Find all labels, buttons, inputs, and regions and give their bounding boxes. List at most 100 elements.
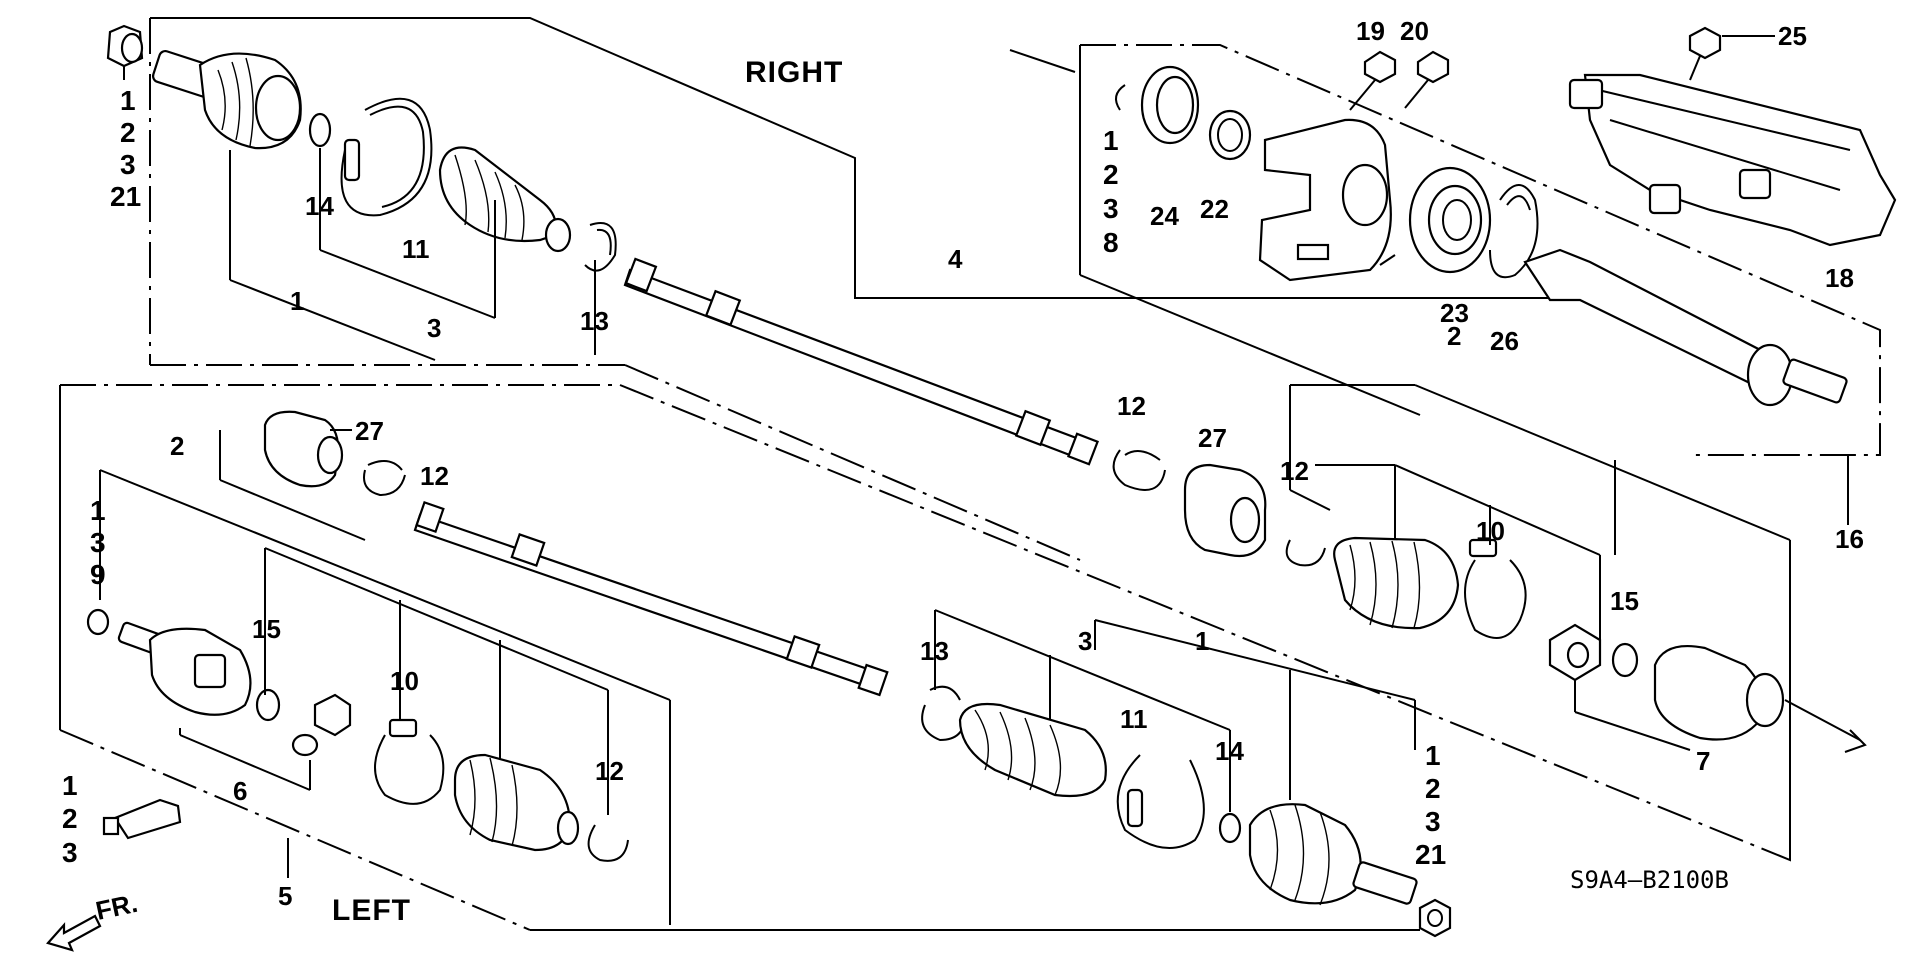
callout-r-2: 2 [1447,321,1461,351]
left-side-label: LEFT [332,894,411,927]
r-support-bracket-group [1115,50,1539,282]
callout-number: 21 [110,181,141,212]
callout-number: 3 [1425,806,1441,837]
l-boot-band-11 [1116,754,1205,849]
callout-l-grease-stack: 1 2 3 [62,770,78,868]
callout-number: 3 [90,527,106,558]
callout-number: 3 [120,149,136,180]
callout-number: 2 [1103,159,1119,190]
callout-l-3: 3 [1078,626,1092,656]
l-outer-cv-joint [1248,803,1418,906]
l-intermediate-shaft [413,500,889,697]
callout-l-15: 15 [252,614,281,644]
callout-l-12b: 12 [595,756,624,786]
front-arrow-icon [46,914,102,952]
callout-r-16: 16 [1835,524,1864,554]
callout-number: 2 [62,803,78,834]
callout-r-27a: 27 [1198,423,1227,453]
callout-r-4: 4 [948,244,963,274]
callout-l-12a: 12 [420,461,449,491]
callout-number: 21 [1415,839,1446,870]
callout-r-22: 22 [1200,194,1229,224]
callout-r-13: 13 [580,306,609,336]
callout-r-19: 19 [1356,16,1385,46]
callout-l-11: 11 [1120,704,1148,734]
callout-l-10: 10 [390,666,419,696]
callout-l-13: 13 [920,636,949,666]
r-snap-ring-14 [308,112,332,148]
callout-l-nut-stack: 1 2 3 21 [1415,740,1446,870]
l-snap-ring-15 [255,688,281,722]
callout-l-14: 14 [1215,736,1244,766]
callout-number: 1 [90,495,106,526]
l-boot-band-10 [374,718,445,805]
callout-r-12a: 12 [1117,391,1146,421]
callout-r-12b: 12 [1280,456,1309,486]
callout-r-25: 25 [1778,21,1807,51]
callout-r-clip-stack: 1 2 3 8 [1103,125,1119,258]
r-tripod-joint [1548,623,1639,682]
callout-number: 8 [1103,227,1119,258]
right-group-frame [149,17,1881,561]
r-boot-band-10 [1464,538,1527,639]
callout-number: 1 [120,85,136,116]
l-dynamic-damper-27 [263,410,344,488]
front-label: FR. [93,888,140,926]
callout-number: 2 [120,117,136,148]
callout-l-6: 6 [233,776,247,806]
l-inner-boot-2 [453,753,580,852]
callout-r-26: 26 [1490,326,1519,356]
callout-r-15: 15 [1610,586,1639,616]
r-boot-3 [438,146,572,253]
callout-r-1: 1 [290,286,304,316]
r-output-shaft [1523,248,1848,407]
callout-l-5: 5 [278,881,292,911]
callout-r-nut-stack: 1 2 3 21 [110,85,141,212]
callout-number: 3 [62,837,78,868]
r-clamp-13 [584,222,617,272]
callout-r-10: 10 [1476,516,1505,546]
left-group-frame [59,384,1791,931]
callout-r-14: 14 [305,191,334,221]
l-clamp-12a [363,460,406,497]
r-inboard-joint-7 [1653,644,1867,753]
callout-number: 1 [1425,740,1441,771]
r-clamp-12 [1112,449,1166,491]
callout-r-3: 3 [427,313,441,343]
callout-l-clip-stack: 1 3 9 [90,495,106,590]
l-inboard-joint-6 [117,621,252,716]
r-clamp-12b [1285,539,1326,567]
r-outer-cv-joint [151,49,302,150]
callout-number: 9 [90,559,106,590]
l-clamp-12b [587,824,629,862]
l-outer-boot-3 [958,702,1107,798]
callout-r-7: 7 [1696,746,1710,776]
callout-number: 2 [1425,773,1441,804]
diagram-code: S9A4–B2100B [1570,866,1729,894]
callout-r-11: 11 [402,234,430,264]
r-nut-part [106,24,144,80]
callout-r-18: 18 [1825,263,1854,293]
l-snap-ring-14 [1218,812,1242,844]
callout-number: 1 [62,770,78,801]
l-grease-tube [102,798,182,840]
l-clamp-13 [921,685,966,742]
callout-r-24: 24 [1150,201,1179,231]
r-inner-boot-2 [1333,536,1460,630]
r-heat-shield-18 [1568,26,1897,247]
callout-l-2: 2 [170,431,184,461]
callout-l-1: 1 [1195,626,1209,656]
right-side-label: RIGHT [745,56,843,89]
callout-number: 1 [1103,125,1119,156]
r-dynamic-damper-27 [1183,463,1267,558]
l-tripod [291,693,352,757]
r-boot-band-11 [340,97,433,217]
callout-l-27: 27 [355,416,384,446]
callout-number: 3 [1103,193,1119,224]
callout-r-20: 20 [1400,16,1429,46]
callout-r-23: 23 [1440,298,1469,328]
leader-lines [99,148,1691,925]
l-snap-ring-9 [86,608,110,636]
